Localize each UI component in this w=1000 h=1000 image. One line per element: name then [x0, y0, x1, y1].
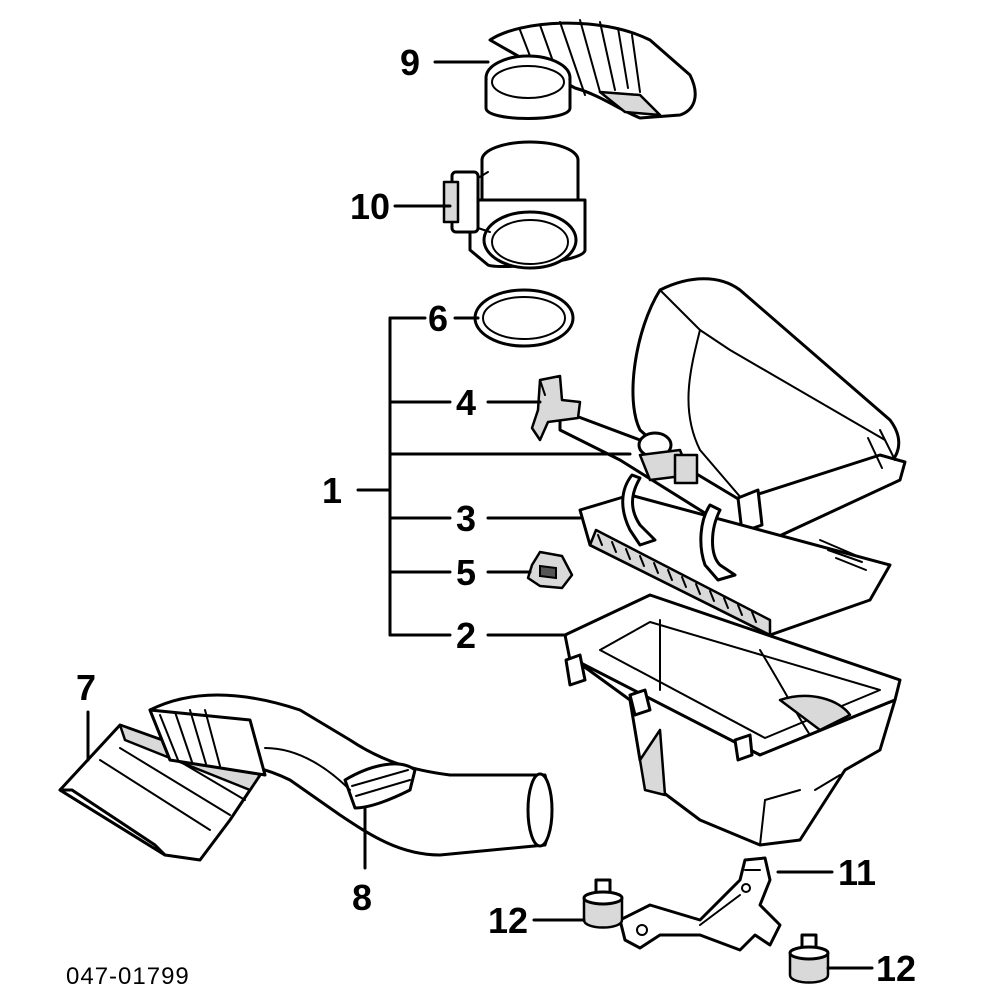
callout-11: 11 — [838, 852, 876, 893]
callout-12-left: 12 — [488, 900, 528, 941]
callout-3: 3 — [456, 498, 476, 539]
part-12-rubber-mount-right[interactable] — [788, 933, 830, 984]
air-box-cover[interactable] — [558, 277, 907, 547]
callout-7: 7 — [76, 667, 96, 708]
part-2-air-box-lower[interactable] — [563, 593, 902, 847]
callout-12-right: 12 — [876, 948, 916, 989]
callout-2: 2 — [456, 615, 476, 656]
part-12-rubber-mount-left[interactable] — [582, 878, 624, 929]
callout-5: 5 — [456, 552, 476, 593]
part-9-intake-boot[interactable] — [484, 19, 697, 120]
callout-labels: 9 10 6 4 1 3 5 2 7 8 11 12 12 — [76, 42, 916, 989]
part-11-bracket[interactable] — [618, 856, 782, 952]
part-5-retaining-clip[interactable] — [526, 550, 574, 590]
leader-lines — [86, 60, 874, 970]
callout-8: 8 — [352, 877, 372, 918]
callout-6: 6 — [428, 298, 448, 339]
callout-9: 9 — [400, 42, 420, 83]
callout-10: 10 — [350, 186, 390, 227]
part-4-clip[interactable] — [530, 374, 582, 442]
callout-4: 4 — [456, 382, 476, 423]
callout-1: 1 — [322, 470, 342, 511]
part-10-air-mass-meter[interactable] — [442, 140, 587, 270]
reference-code: 047-01799 — [66, 963, 190, 990]
part-3-air-filter[interactable] — [578, 473, 892, 637]
part-6-gasket-ring[interactable] — [473, 288, 575, 348]
part-8-intake-duct[interactable] — [148, 693, 554, 857]
